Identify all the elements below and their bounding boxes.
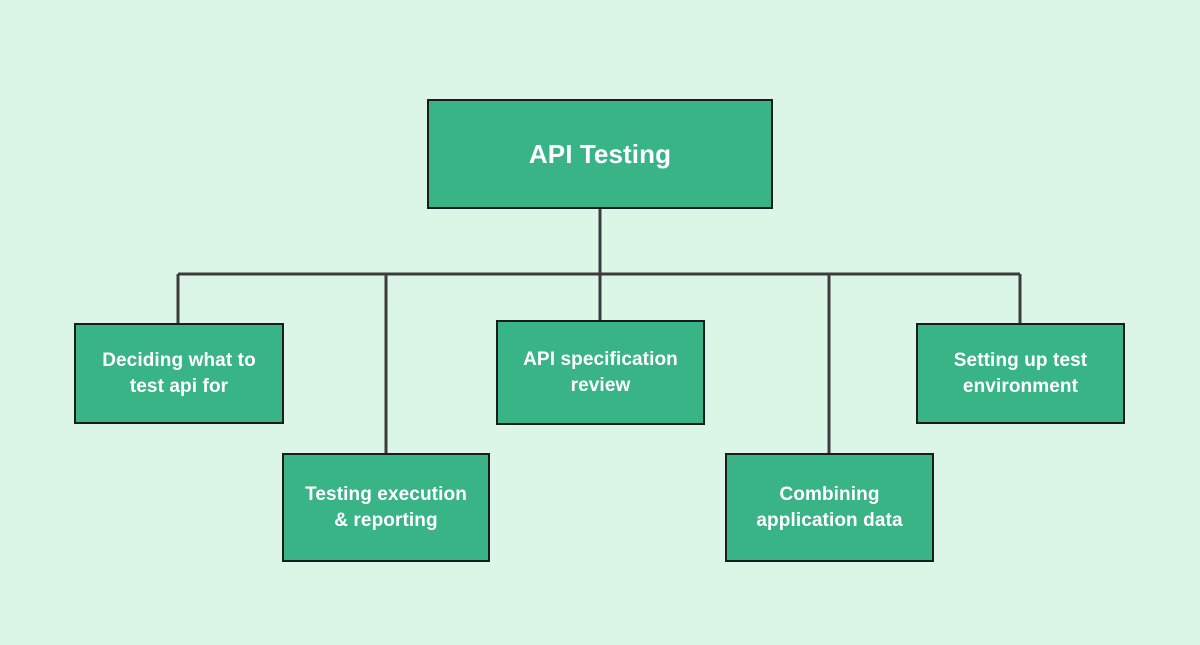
node-child-label: Setting up test environment: [953, 350, 1088, 397]
node-child-label: API specification review: [523, 349, 678, 396]
node-deciding-what-to-test[interactable]: Deciding what to test api for: [74, 323, 284, 424]
node-api-specification-review[interactable]: API specification review: [496, 320, 705, 425]
node-child-label: Testing execution & reporting: [305, 484, 467, 531]
node-setting-up-test-environment[interactable]: Setting up test environment: [916, 323, 1125, 424]
node-combining-application-data[interactable]: Combining application data: [725, 453, 934, 562]
node-root-label: API Testing: [528, 138, 672, 169]
node-root-api-testing[interactable]: API Testing: [427, 99, 773, 209]
node-child-label: Combining application data: [756, 484, 903, 531]
node-child-label: Deciding what to test api for: [102, 350, 256, 397]
node-testing-execution-reporting[interactable]: Testing execution & reporting: [282, 453, 490, 562]
